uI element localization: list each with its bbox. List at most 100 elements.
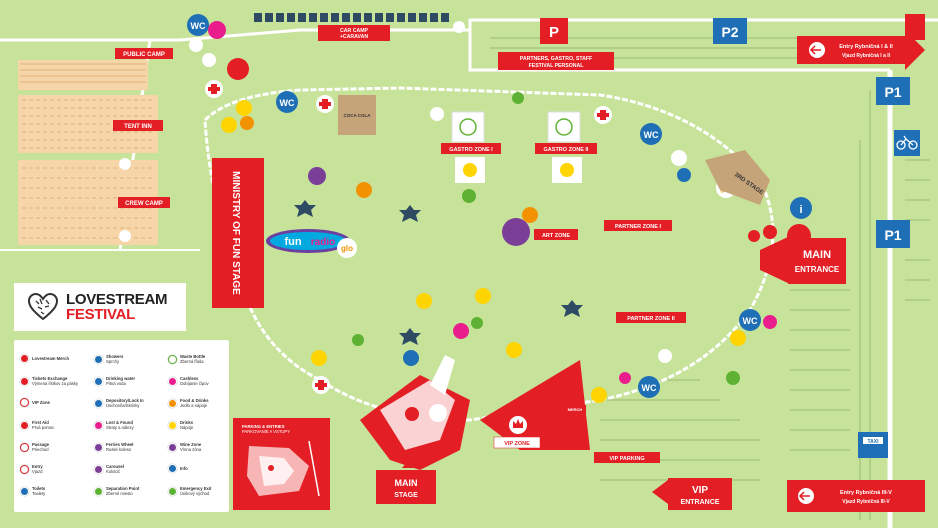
art-zone-label: ART ZONE bbox=[534, 229, 578, 240]
coca-cola-building: COCA COLA bbox=[338, 95, 376, 135]
svg-text:VIP: VIP bbox=[692, 485, 708, 496]
ministry-of-fun-stage: MINISTRY OF FUN STAGE bbox=[212, 158, 264, 308]
wc-icon: WC WC WC WC WC bbox=[187, 14, 761, 398]
svg-text:+CARAVAN: +CARAVAN bbox=[340, 34, 368, 40]
poi-food-drinks-icons: i bbox=[119, 21, 812, 422]
svg-text:WC: WC bbox=[642, 383, 657, 393]
svg-text:fun: fun bbox=[284, 236, 301, 248]
public-camp-area bbox=[18, 60, 148, 90]
inset-title: PARKING & ENTRIES PARKOVANIE A VSTUPY bbox=[242, 424, 291, 434]
svg-text:ENTRANCE: ENTRANCE bbox=[795, 265, 840, 274]
svg-text:ENTRANCE: ENTRANCE bbox=[681, 499, 720, 506]
legend-item: Info bbox=[168, 464, 188, 473]
vip-zone: VIP ZONE bbox=[480, 360, 590, 450]
svg-text:Entry Rybničná I & II: Entry Rybničná I & II bbox=[839, 44, 893, 50]
svg-text:P2: P2 bbox=[721, 24, 738, 40]
svg-text:PARTNER ZONE I: PARTNER ZONE I bbox=[615, 224, 662, 230]
fun-radio-logo: fun radio bbox=[266, 229, 350, 253]
parking-entries-inset-map[interactable]: PARKING & ENTRIES PARKOVANIE A VSTUPY bbox=[233, 418, 330, 510]
svg-text:STAGE: STAGE bbox=[394, 492, 418, 499]
svg-text:MERCH: MERCH bbox=[568, 407, 583, 412]
entry-rybnicna-3-5-sign[interactable]: Entry Rybničná III-V Vjazd Rybničná III-… bbox=[787, 480, 925, 512]
bicycle-parking-icon bbox=[894, 130, 920, 156]
svg-text:glo: glo bbox=[341, 244, 353, 253]
parking-p1-top-badge: P1 bbox=[876, 77, 910, 105]
svg-text:MINISTRY OF FUN STAGE: MINISTRY OF FUN STAGE bbox=[230, 171, 241, 295]
parking-p1-bottom-badge: P1 bbox=[876, 220, 910, 248]
parking-p-badge: P bbox=[540, 18, 568, 44]
partner-zone-2-label: PARTNER ZONE II bbox=[616, 312, 686, 323]
svg-text:PARTNER ZONE II: PARTNER ZONE II bbox=[627, 316, 675, 322]
svg-text:Vjazd Rybničná III-V: Vjazd Rybničná III-V bbox=[842, 499, 890, 505]
svg-text:i: i bbox=[799, 204, 802, 216]
svg-text:GASTRO ZONE I: GASTRO ZONE I bbox=[449, 147, 493, 153]
svg-text:WC: WC bbox=[280, 98, 295, 108]
svg-text:CREW CAMP: CREW CAMP bbox=[125, 201, 163, 207]
legend-item: Lovestream Merch bbox=[20, 354, 69, 363]
svg-text:FESTIVAL PERSONAL: FESTIVAL PERSONAL bbox=[529, 63, 585, 69]
svg-text:WC: WC bbox=[743, 316, 758, 326]
svg-text:MAIN: MAIN bbox=[395, 478, 418, 488]
partner-zone-1-label: PARTNER ZONE I bbox=[604, 220, 672, 231]
svg-text:Vjazd Rybničná I a II: Vjazd Rybničná I a II bbox=[842, 53, 891, 59]
first-aid-icon bbox=[205, 80, 612, 394]
gastro-zone-1: GASTRO ZONE I bbox=[441, 111, 501, 183]
festival-logo: LOVESTREAM FESTIVAL bbox=[14, 283, 186, 331]
merch-label: MERCH bbox=[564, 405, 586, 413]
legend-item: VIP Zone bbox=[20, 398, 50, 407]
inset-map-graphic bbox=[239, 436, 325, 504]
partners-label: PARTNERS, GASTRO, STAFF FESTIVAL PERSONA… bbox=[498, 52, 614, 70]
svg-text:CAR CAMP: CAR CAMP bbox=[340, 28, 368, 34]
party-tent-icons bbox=[294, 200, 583, 345]
svg-text:radio: radio bbox=[311, 237, 335, 248]
svg-text:PUBLIC CAMP: PUBLIC CAMP bbox=[123, 52, 165, 58]
svg-text:GASTRO ZONE II: GASTRO ZONE II bbox=[544, 147, 589, 153]
logo-line-1: LOVESTREAM bbox=[66, 291, 168, 308]
svg-text:WC: WC bbox=[191, 21, 206, 31]
svg-text:PARTNERS, GASTRO, STAFF: PARTNERS, GASTRO, STAFF bbox=[520, 56, 592, 62]
svg-text:VIP PARKING: VIP PARKING bbox=[609, 456, 644, 462]
svg-text:TAXI: TAXI bbox=[867, 439, 879, 445]
tent-inn-label: TENT INN bbox=[113, 120, 163, 131]
svg-text:P1: P1 bbox=[884, 84, 901, 100]
main-stage: MAIN STAGE bbox=[360, 355, 470, 504]
entry-rybnicna-1-2-sign[interactable]: Entry Rybničná I & II Vjazd Rybničná I a… bbox=[797, 14, 925, 70]
svg-text:Entry Rybničná III-V: Entry Rybničná III-V bbox=[840, 490, 892, 496]
vip-parking-label: VIP PARKING bbox=[594, 452, 660, 463]
public-camp-label: PUBLIC CAMP bbox=[115, 48, 173, 59]
svg-text:TENT INN: TENT INN bbox=[124, 124, 152, 130]
gastro-zone-2: GASTRO ZONE II bbox=[535, 111, 597, 183]
third-stage: 3RD STAGE bbox=[705, 150, 770, 205]
glo-air-circle: glo bbox=[337, 238, 357, 258]
parking-p2-badge: P2 bbox=[713, 18, 747, 44]
svg-text:WC: WC bbox=[644, 130, 659, 140]
svg-text:ART ZONE: ART ZONE bbox=[542, 233, 570, 239]
svg-text:MAIN: MAIN bbox=[803, 249, 831, 261]
svg-text:COCA COLA: COCA COLA bbox=[343, 113, 371, 118]
vip-entrance-sign[interactable]: VIP ENTRANCE bbox=[652, 478, 732, 510]
heart-logo-icon bbox=[28, 293, 58, 321]
car-camp-vehicles bbox=[254, 13, 449, 22]
crew-camp-label: CREW CAMP bbox=[118, 197, 170, 208]
car-camp-label: CAR CAMP +CARAVAN bbox=[318, 25, 390, 41]
logo-line-2: FESTIVAL bbox=[66, 306, 135, 323]
